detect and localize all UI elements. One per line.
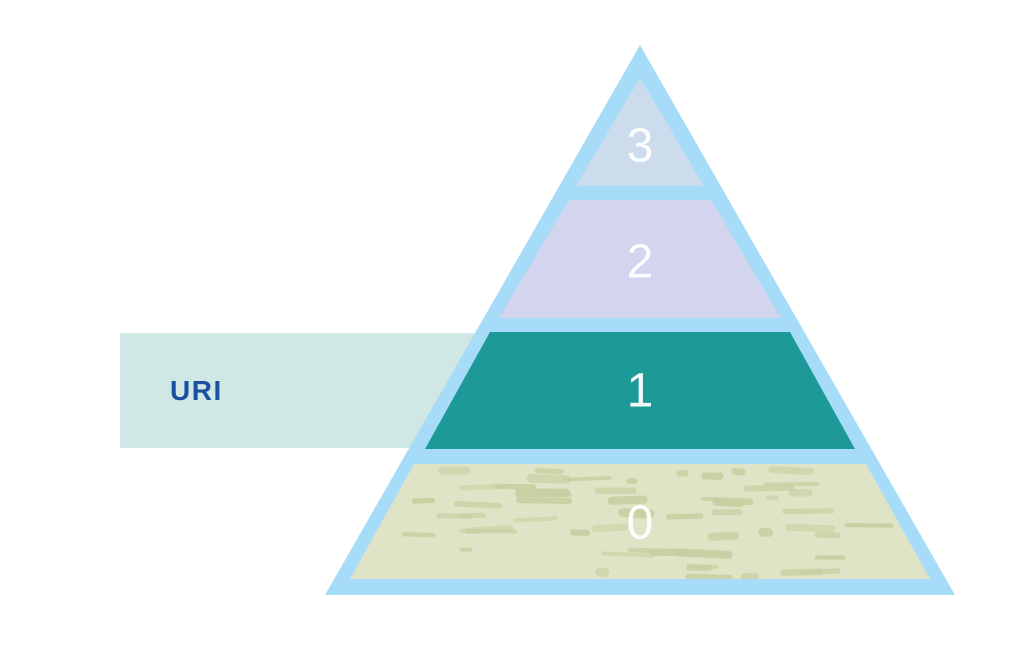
uri-callout-label: URI: [170, 374, 223, 406]
layer-3-label: 3: [627, 120, 654, 173]
layer-1-shape: [425, 332, 855, 449]
layer-1-label: 1: [627, 365, 654, 418]
layer-3-shape: [576, 78, 704, 186]
layer-0-texture: [402, 465, 894, 579]
layer-0-label: 0: [627, 497, 654, 550]
layer-2-shape: [499, 200, 781, 318]
uri-callout-band: URI: [120, 333, 480, 448]
layer-0-shape: [350, 464, 930, 579]
layer-2-label: 2: [627, 236, 654, 289]
pyramid-outline: [325, 45, 955, 595]
